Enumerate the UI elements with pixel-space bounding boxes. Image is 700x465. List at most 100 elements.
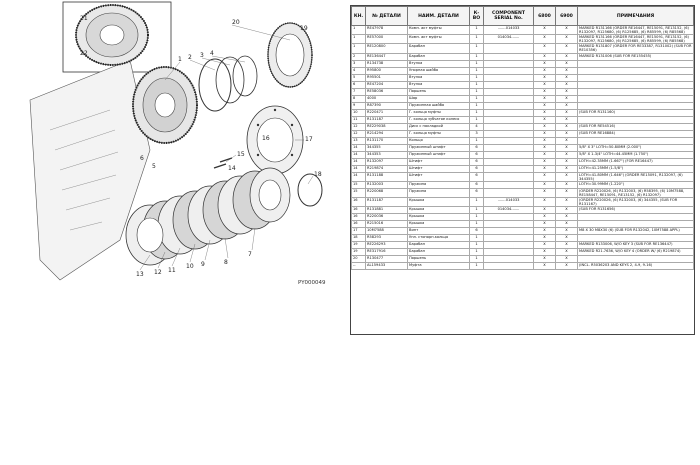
- cell-quantity: 1: [469, 213, 484, 222]
- cell-part-number: R87390: [365, 101, 408, 110]
- ref-9: 9: [201, 261, 205, 268]
- cell-kn: 12: [351, 122, 366, 131]
- cell-6800: X: [533, 213, 556, 222]
- cell-serial: [483, 87, 534, 96]
- cell-serial: [483, 143, 534, 152]
- ref-3: 3: [200, 52, 204, 59]
- cell-quantity: 6: [469, 157, 484, 166]
- cell-notes: MARKED R21.7636, W/O KEY 4 (ORDER W/ (6)…: [577, 248, 694, 257]
- cell-part-number: R132003: [365, 180, 408, 189]
- leader-lines: [139, 24, 314, 271]
- cell-6800: X: [533, 157, 556, 166]
- cell-serial: 014034-......: [483, 206, 534, 215]
- cell-kn: 16: [351, 196, 366, 208]
- cell-kn: 19: [351, 241, 366, 250]
- cell-kn: 12: [351, 129, 366, 138]
- cell-part-name: Штифт: [407, 171, 470, 182]
- cell-quantity: 1: [469, 52, 484, 61]
- cell-kn: 14: [351, 164, 366, 173]
- cell-part-number: R214294: [365, 129, 408, 138]
- cell-part-number: RE317916: [365, 248, 408, 257]
- cell-6900: X: [555, 241, 578, 250]
- cell-part-number: AL159433: [365, 262, 408, 271]
- cell-part-number: 10M7588: [365, 227, 408, 236]
- cell-6800: X: [533, 129, 556, 138]
- ref-8: 8: [224, 259, 228, 266]
- header-part-name: НАИМ. ДЕТАЛИ: [407, 6, 470, 26]
- cell-kn: --: [351, 262, 366, 271]
- cell-serial: [483, 94, 534, 103]
- cell-notes: [577, 94, 694, 103]
- cell-kn: 11: [351, 115, 366, 124]
- cell-quantity: 1: [469, 248, 484, 257]
- cell-notes: [577, 66, 694, 75]
- cell-6900: X: [555, 234, 578, 243]
- ref-17: 17: [305, 136, 313, 143]
- ref-16: 16: [262, 135, 270, 142]
- ref-20: 20: [232, 19, 240, 26]
- cell-kn: 8: [351, 94, 366, 103]
- cell-part-number: 344353: [365, 150, 408, 159]
- cell-quantity: 6: [469, 227, 484, 236]
- cell-kn: 9: [351, 101, 366, 110]
- cell-6900: X: [555, 87, 578, 96]
- cell-part-number: R95800: [365, 66, 408, 75]
- cell-notes: [577, 101, 694, 110]
- parts-table: КН. № ДЕТАЛИ НАИМ. ДЕТАЛИ К-ВО COMPONENT…: [351, 6, 694, 271]
- cell-6800: X: [533, 94, 556, 103]
- cell-part-name: Пружина: [407, 180, 470, 189]
- cell-part-name: Упорная шайба: [407, 66, 470, 75]
- cell-notes: [577, 59, 694, 68]
- cell-part-number: R131187: [365, 196, 408, 208]
- cell-serial: [483, 248, 534, 257]
- cell-6900: X: [555, 73, 578, 82]
- ref-12: 12: [154, 269, 162, 276]
- cell-part-number: R95501: [365, 73, 408, 82]
- cell-notes: (ORDER R220026, (6) R132003, (6) 344355,…: [577, 196, 694, 208]
- thrust-rings: [198, 55, 258, 112]
- cell-6800: X: [533, 206, 556, 215]
- cell-quantity: 1: [469, 59, 484, 68]
- cell-part-name: Крышка: [407, 196, 470, 208]
- cell-6900: X: [555, 129, 578, 138]
- cell-serial: [483, 171, 534, 182]
- exploded-view-drawing: 20 1 2 3 4 17 18 15 14 13 12 11 10 9 8 7…: [29, 1, 326, 286]
- cell-6800: X: [533, 171, 556, 182]
- cell-part-number: 4000: [365, 94, 408, 103]
- cell-kn: 19: [351, 248, 366, 257]
- cell-part-number: RE120800: [365, 43, 408, 54]
- cell-part-number: R131881: [365, 206, 408, 215]
- cell-6800: X: [533, 59, 556, 68]
- cell-serial: [483, 180, 534, 189]
- cell-kn: 16: [351, 206, 366, 215]
- cell-6900: X: [555, 94, 578, 103]
- cell-part-number: R131187: [365, 115, 408, 124]
- cell-6800: X: [533, 164, 556, 173]
- cell-6900: X: [555, 248, 578, 257]
- cell-6900: X: [555, 52, 578, 61]
- cell-part-number: R220068: [365, 187, 408, 198]
- cell-serial: [483, 115, 534, 124]
- cell-6900: X: [555, 196, 578, 208]
- header-serial: COMPONENT SERIAL No.: [483, 6, 534, 26]
- cell-notes: LOTH=41.25MM (1-5/8"): [577, 164, 694, 173]
- cell-notes: [577, 80, 694, 89]
- cell-quantity: 1: [469, 80, 484, 89]
- cell-6800: X: [533, 248, 556, 257]
- cell-notes: (ORDER R220026, (6) R132003, (6) R58395,…: [577, 187, 694, 198]
- cell-notes: (INCL. R5036203 AND KEYS 2, 4-9, 9-16): [577, 262, 694, 271]
- cell-6900: X: [555, 115, 578, 124]
- cell-serial: [483, 164, 534, 173]
- cell-notes: LOTH=42.35MM (1.667") (FOR RE16447): [577, 157, 694, 166]
- cell-notes: MARKED R131807 (ORDER FOR RE33387, R1310…: [577, 43, 694, 54]
- cell-6800: X: [533, 220, 556, 229]
- cell-6800: X: [533, 108, 556, 117]
- cell-6800: X: [533, 101, 556, 110]
- cell-part-name: Барабан: [407, 241, 470, 250]
